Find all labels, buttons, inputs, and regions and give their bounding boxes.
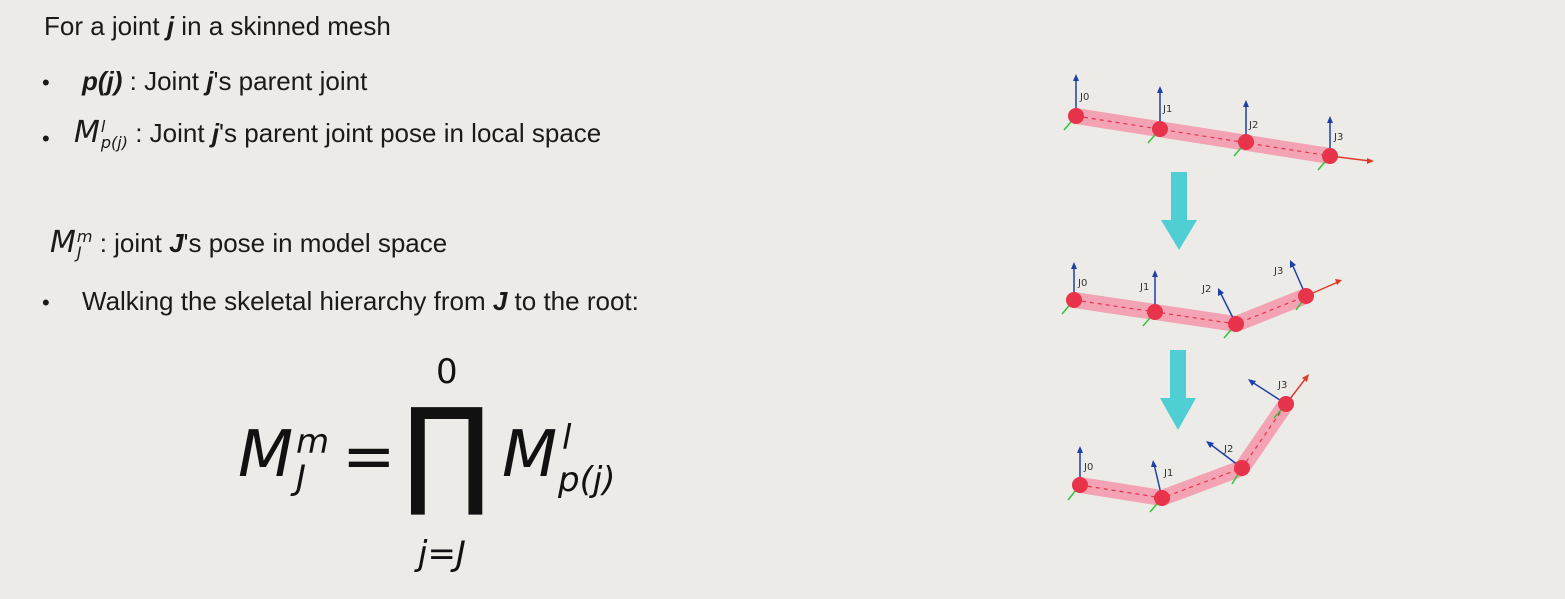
joint-label: J0	[1077, 278, 1087, 289]
item2-sym-sup: l	[100, 117, 106, 137]
formula-lower-limit: j=J	[418, 534, 466, 574]
model-text-a: : joint	[92, 228, 170, 258]
joint-label: J1	[1162, 104, 1172, 115]
formula-rhs-base: M	[502, 418, 558, 492]
item2-text-a: : Joint	[127, 118, 212, 148]
model-sym-sub: J	[76, 243, 82, 263]
joint-j0: J0	[1063, 74, 1089, 131]
walk-text-b: to the root:	[507, 286, 639, 316]
joint-label: J0	[1083, 462, 1093, 473]
chain-partial-pose: J0 J1 J2 J3	[1061, 260, 1342, 339]
bone-axis	[1073, 295, 1307, 325]
joint-label: J1	[1139, 282, 1149, 293]
item-parent-joint: p(j) : Joint j's parent joint	[82, 68, 367, 94]
bullet-2: •	[42, 126, 50, 151]
item2-text-b: 's parent joint pose in local space	[219, 118, 602, 148]
item1-var: j	[206, 66, 214, 96]
formula-rhs-sup: l	[562, 418, 572, 458]
walk-var: J	[492, 286, 508, 316]
walk-text-a: Walking the skeletal hierarchy from	[82, 286, 493, 316]
formula-rhs-sub: p(j)	[558, 460, 616, 500]
joint-j2: J2	[1201, 284, 1244, 339]
intro-var: j	[166, 11, 175, 41]
joint-j2: J2	[1206, 441, 1250, 485]
skeleton-diagram: J0 J1 J2 J3	[1061, 74, 1374, 513]
item2-var: j	[211, 118, 220, 148]
formula-lhs-sup: m	[296, 422, 330, 462]
joint-label: J3	[1333, 132, 1343, 143]
item1-text-b: 's parent joint	[213, 66, 368, 96]
bone-axis	[1079, 403, 1287, 499]
intro-line: For a joint j in a skinned mesh	[44, 13, 391, 39]
intro-suffix: in a skinned mesh	[174, 11, 391, 41]
joint-j1: J1	[1149, 460, 1173, 513]
chain-rest-pose: J0 J1 J2 J3	[1063, 74, 1374, 171]
model-sym-sup: m	[76, 227, 93, 247]
model-sym-base: M	[50, 225, 76, 260]
chain-full-pose: J0 J1 J2 J3	[1067, 374, 1309, 513]
transition-arrow-2	[1160, 350, 1196, 430]
bullet-1: •	[42, 70, 50, 95]
formula-product-symbol: ∏	[402, 382, 492, 520]
formula-lhs-base: M	[238, 418, 294, 492]
joint-j2: J2	[1233, 100, 1258, 157]
model-text-b: 's pose in model space	[183, 228, 448, 258]
joint-label: J3	[1273, 266, 1283, 277]
joint-j3: J3	[1273, 260, 1342, 311]
bone-axis	[1075, 115, 1331, 157]
joint-label: J2	[1248, 120, 1258, 131]
joint-j0: J0	[1061, 262, 1087, 315]
joint-j1: J1	[1139, 270, 1163, 327]
joint-label: J2	[1223, 444, 1233, 455]
joint-j3: J3	[1317, 116, 1374, 171]
joint-j1: J1	[1147, 86, 1172, 144]
joint-label: J2	[1201, 284, 1211, 295]
joint-j0: J0	[1067, 446, 1093, 501]
transition-arrow-1	[1161, 172, 1197, 250]
walk-line: Walking the skeletal hierarchy from J to…	[82, 288, 639, 314]
item2-sym-sub: p(j)	[100, 133, 128, 153]
item2-sym-base: M	[74, 115, 100, 150]
model-var: J	[169, 228, 184, 258]
formula-lhs-sub: J	[296, 458, 307, 498]
formula-equals: =	[342, 420, 396, 494]
joint-j3: J3	[1248, 374, 1309, 419]
item1-symbol: p(j)	[82, 66, 123, 96]
joint-label: J0	[1079, 92, 1089, 103]
joint-label: J3	[1277, 380, 1287, 391]
formula-upper-limit: 0	[436, 352, 458, 392]
joint-label: J1	[1163, 468, 1173, 479]
item1-text-a: : Joint	[122, 66, 207, 96]
bullet-3: •	[42, 290, 50, 315]
intro-prefix: For a joint	[44, 11, 167, 41]
